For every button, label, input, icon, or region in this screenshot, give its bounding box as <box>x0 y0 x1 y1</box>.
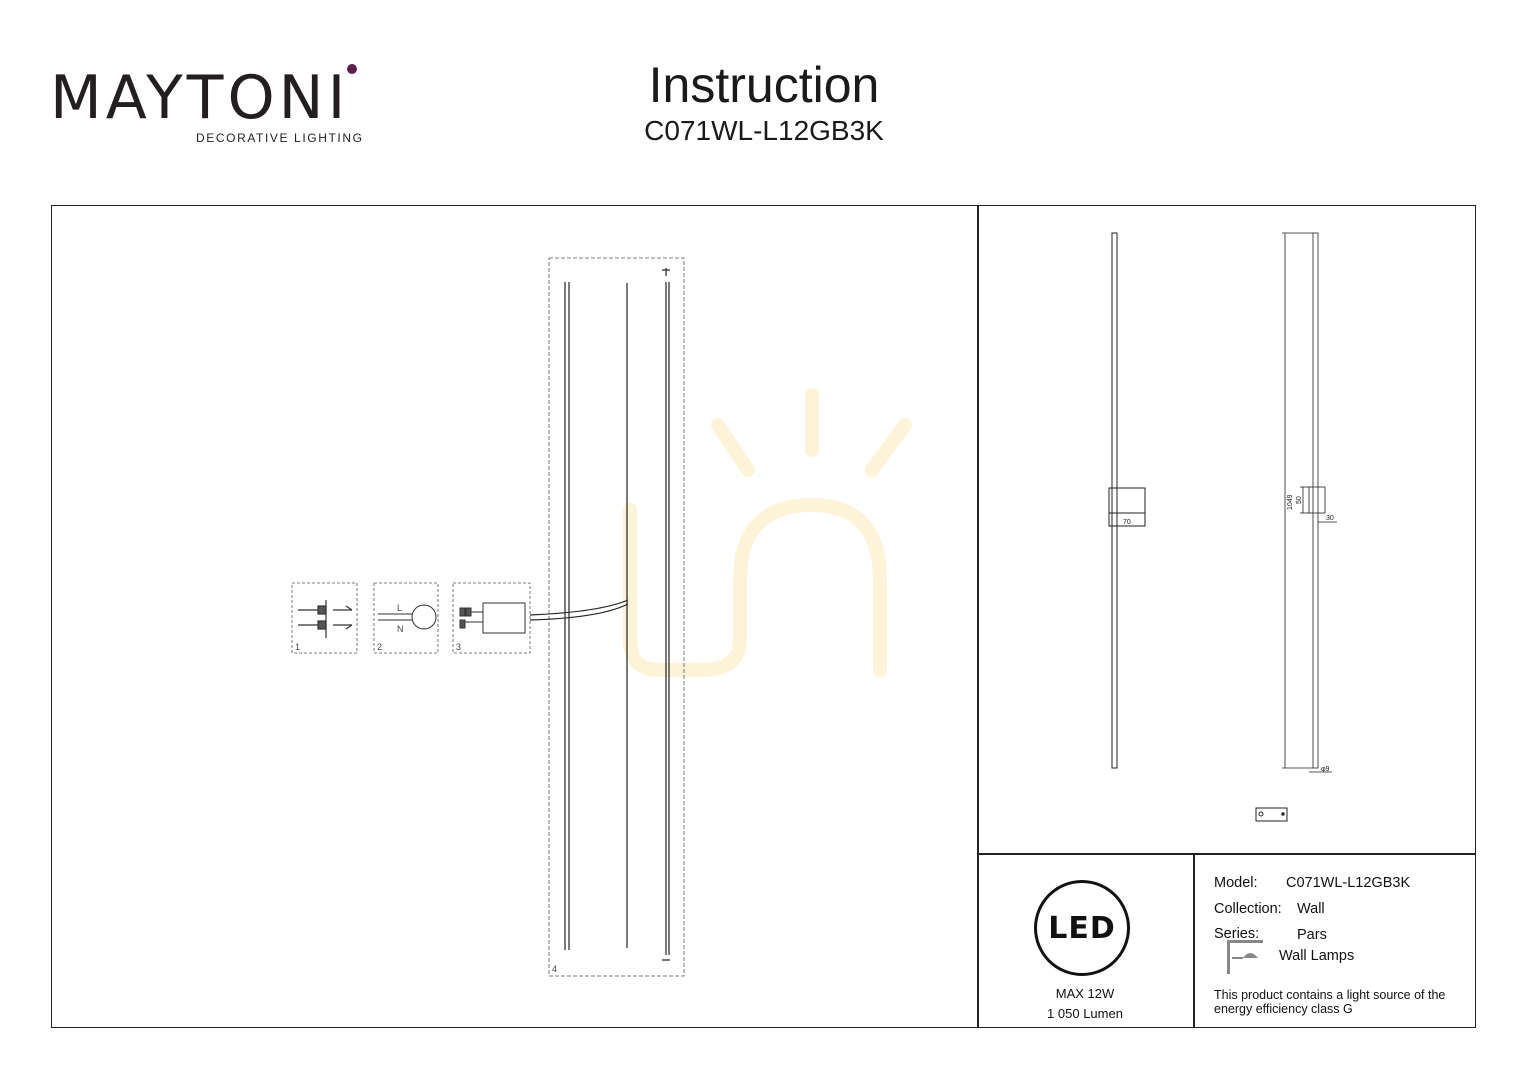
lamp-watermark-icon <box>623 388 912 677</box>
step-number: 3 <box>456 642 461 652</box>
brand-tagline: DECORATIVE LIGHTING <box>196 131 364 145</box>
wall-lamp-icon <box>1227 940 1263 974</box>
dimension-diameter: φ9 <box>1321 766 1330 773</box>
install-step-2: 2 L N <box>373 582 439 654</box>
collection-label: Collection: <box>1214 901 1282 917</box>
install-step-4: 4 <box>529 257 685 977</box>
install-step-3: 3 <box>452 582 531 654</box>
side-view <box>1282 232 1337 773</box>
frame-divider-info <box>1193 853 1195 1028</box>
frame-divider-horizontal <box>977 853 1476 855</box>
mounting-plate <box>1255 807 1288 822</box>
energy-note: This product contains a light source of … <box>1214 988 1446 1016</box>
dimension-height: 1049 <box>1287 494 1294 510</box>
category-label: Wall Lamps <box>1279 948 1355 964</box>
drawing-frame <box>51 205 1476 1028</box>
wire-label-live: L <box>397 603 402 613</box>
page-title: Instruction <box>648 57 880 113</box>
series-value: Pars <box>1297 927 1327 943</box>
driver-box-icon <box>459 602 526 634</box>
brand-logo: MAYTONI DECORATIVE LIGHTING <box>50 62 370 152</box>
step-number: 4 <box>552 964 557 974</box>
dimension-mount-height: 50 <box>1296 496 1303 504</box>
model-code: C071WL-L12GB3K <box>644 115 884 146</box>
step-number: 2 <box>377 642 382 652</box>
power-wire-icon <box>378 604 437 630</box>
header: Instruction C071WL-L12GB3K <box>564 56 964 148</box>
logo-dot-icon <box>347 64 357 74</box>
dimension-width: 70 <box>1123 519 1131 526</box>
model-label: Model: <box>1214 875 1258 891</box>
dimension-depth: 30 <box>1326 515 1334 522</box>
wire-label-neutral: N <box>397 624 404 634</box>
install-step-1: 1 <box>291 582 358 654</box>
max-power: MAX 12W <box>1055 986 1115 1001</box>
frame-divider-vertical <box>977 205 979 1028</box>
screw-anchor-icon <box>298 600 353 638</box>
step-number: 1 <box>295 642 300 652</box>
led-badge: LED <box>1034 880 1130 976</box>
front-view <box>1108 232 1146 769</box>
lumen-output: 1 050 Lumen <box>1047 1006 1123 1021</box>
collection-value: Wall <box>1297 901 1325 917</box>
series-label: Series: <box>1214 926 1260 942</box>
model-value: C071WL-L12GB3K <box>1286 875 1411 891</box>
led-badge-text: LED <box>1048 910 1116 946</box>
brand-name: MAYTONI <box>50 63 350 133</box>
